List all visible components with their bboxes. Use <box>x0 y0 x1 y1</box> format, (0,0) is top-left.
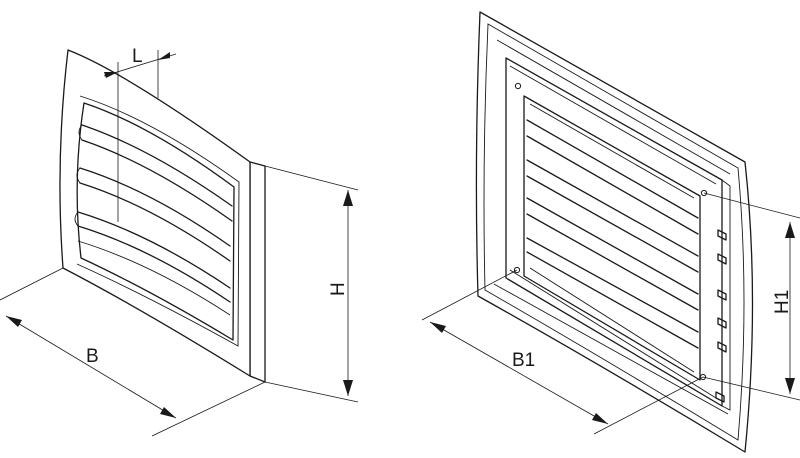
label-left-height: H <box>328 282 349 296</box>
label-right-width: B1 <box>512 350 535 371</box>
label-left-depth: L <box>132 46 143 67</box>
right-grille <box>475 11 754 453</box>
label-left-width: B <box>86 346 99 367</box>
label-right-height: H1 <box>772 290 793 314</box>
right-dimensions: H1 B1 <box>421 192 800 435</box>
left-dimensions: L H B <box>0 46 359 437</box>
left-grille <box>59 49 266 383</box>
